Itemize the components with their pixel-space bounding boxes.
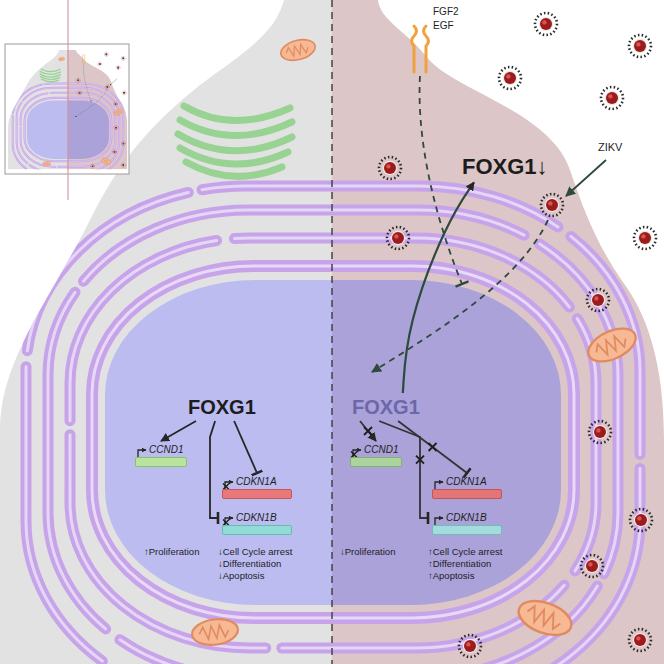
gene-bar	[222, 489, 292, 499]
gene-name: CDKN1A	[222, 476, 292, 488]
effect-label: ↓Apoptosis	[218, 570, 264, 582]
gene-bar	[135, 457, 187, 467]
ligand-label: FGF2	[433, 6, 459, 18]
ligand-label: EGF	[433, 20, 454, 32]
nuclear-envelope	[92, 266, 574, 618]
protein-name: FOXG1	[352, 396, 420, 419]
inhibition-arrow	[210, 421, 218, 518]
gene-box: CDKN1B	[432, 512, 502, 535]
effect-label: ↑Proliferation	[144, 546, 199, 558]
block-cross	[416, 456, 424, 464]
gene-name: CDKN1B	[222, 512, 292, 524]
nucleus	[332, 280, 561, 605]
effect-label: ↓Proliferation	[340, 546, 395, 558]
virus-particles	[499, 13, 656, 249]
activation-arrow	[360, 421, 376, 441]
gene-name: CDKN1A	[432, 476, 502, 488]
inset-thumbnail	[5, 0, 129, 200]
activation-arrow	[161, 421, 196, 441]
receptor	[412, 26, 429, 72]
promoter-arrow	[435, 518, 443, 525]
inhibition-arrow	[379, 421, 428, 518]
effect-label: ↑Cell Cycle arrest	[428, 546, 502, 558]
protein-box: FOXG1	[188, 396, 256, 419]
protein-name: FOXG1↓	[462, 154, 548, 179]
gene-box: CCND1	[350, 444, 402, 467]
gene-bar	[432, 489, 502, 499]
gene-box: CDKN1A	[432, 476, 502, 499]
activation-arrow	[403, 182, 474, 393]
inhibition-arrow	[398, 421, 467, 473]
gene-name: CCND1	[350, 444, 402, 456]
gene-box: CCND1	[135, 444, 187, 467]
gene-bar	[222, 525, 292, 535]
endoplasmic-reticulum	[26, 186, 640, 664]
gene-bar	[350, 457, 402, 467]
gene-bar	[432, 525, 502, 535]
promoter-arrow	[435, 482, 443, 489]
protein-box: FOXG1	[352, 396, 420, 419]
inhibition-arrow	[234, 421, 257, 473]
effect-label: ↓Differentiation	[218, 558, 281, 570]
effect-label: ↑Apoptosis	[428, 570, 474, 582]
gene-name: CDKN1B	[432, 512, 502, 524]
nucleus	[105, 280, 332, 605]
promoter-arrow	[138, 450, 146, 457]
virus-particles	[379, 157, 652, 657]
golgi	[178, 106, 292, 176]
connectors	[161, 182, 474, 518]
divider-line	[331, 0, 333, 664]
effect-label: ↓Cell Cycle arrest	[218, 546, 292, 558]
virus-label: ZIKV	[598, 141, 622, 153]
block-cross	[364, 427, 372, 435]
gene-name: CCND1	[135, 444, 187, 456]
block-cross	[429, 443, 437, 451]
gene-box: CDKN1B	[222, 512, 292, 535]
signalling-arrows	[372, 76, 606, 372]
protein-box: FOXG1↓	[462, 154, 548, 179]
mitochondria	[190, 36, 640, 648]
effect-label: ↑Differentiation	[428, 558, 491, 570]
gene-box: CDKN1A	[222, 476, 292, 499]
protein-name: FOXG1	[188, 396, 256, 419]
